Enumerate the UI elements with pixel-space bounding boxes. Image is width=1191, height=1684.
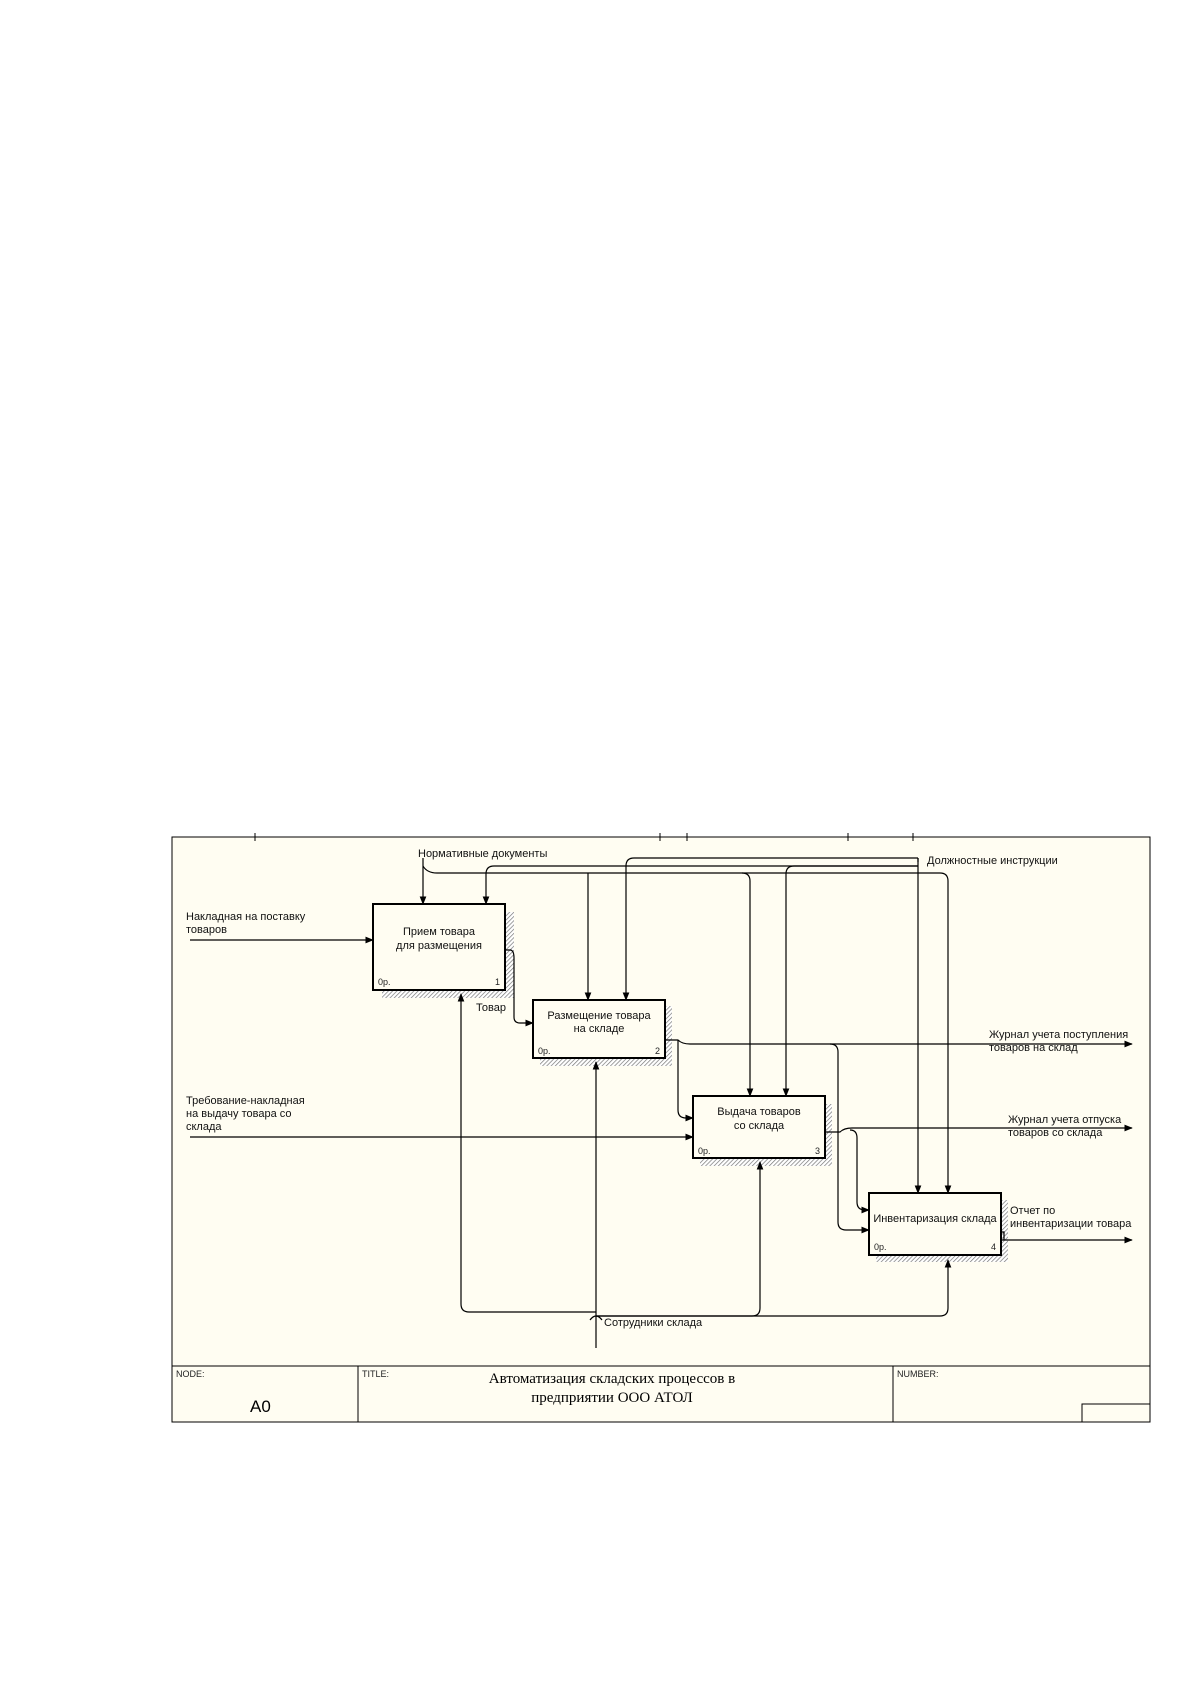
diagram-frame — [171, 833, 1151, 1423]
box-1-cost: 0р. — [378, 977, 391, 987]
label-job-instructions: Должностные инструкции — [927, 855, 1058, 867]
arrow-instructions-to-box1 — [482, 865, 918, 905]
box-3-label-1: Выдача товаров — [717, 1106, 801, 1118]
arrow-labels: Накладная на поставку товаров Требование… — [186, 848, 1132, 1329]
box-2-number: 2 — [655, 1046, 660, 1056]
title-line-1: Автоматизация складских процессов в — [489, 1371, 735, 1387]
activity-box-4: Инвентаризация склада 0р. 4 — [868, 1192, 1002, 1256]
label-staff: Сотрудники склада — [604, 1317, 703, 1329]
label-requisition-2: на выдачу товара со — [186, 1108, 291, 1120]
title-block: NODE: A0 TITLE: Автоматизация складских … — [176, 1369, 939, 1416]
box-2-cost: 0р. — [538, 1046, 551, 1056]
label-receipt-journal-1: Журнал учета поступления — [989, 1029, 1128, 1041]
box-3-label-2: со склада — [734, 1120, 785, 1132]
activity-box-1: Прием товара для размещения 0р. 1 — [372, 903, 506, 991]
box-4-cost: 0р. — [874, 1242, 887, 1252]
arrow-box3-to-box4 — [849, 1129, 870, 1214]
node-label: NODE: — [176, 1369, 205, 1379]
label-issue-journal-1: Журнал учета отпуска — [1008, 1114, 1122, 1126]
arrow-goods — [506, 949, 534, 1027]
box-1-label-2: для размещения — [396, 940, 482, 952]
label-inventory-report-2: инвентаризации товара — [1010, 1218, 1132, 1230]
box-4-number: 4 — [991, 1242, 996, 1252]
activity-box-2: Размещение товара на складе 0р. 2 — [532, 999, 666, 1059]
box-4-label-1: Инвентаризация склада — [873, 1213, 997, 1225]
node-value: A0 — [250, 1397, 271, 1416]
number-label: NUMBER: — [897, 1369, 939, 1379]
box-3-number: 3 — [815, 1146, 820, 1156]
arrow-staff-to-box1 — [457, 993, 596, 1313]
arrow-issue-journal — [824, 1124, 1133, 1133]
label-requisition-1: Требование-накладная — [186, 1095, 305, 1107]
box-1-label-1: Прием товара — [403, 926, 476, 938]
arrows — [190, 857, 1133, 1348]
title-line-2: предприятии ООО АТОЛ — [531, 1390, 692, 1406]
arrow-regulatory-to-box4 — [742, 872, 952, 1194]
box-3-cost: 0р. — [698, 1146, 711, 1156]
box-2-label-1: Размещение товара — [547, 1010, 651, 1022]
label-issue-journal-2: товаров со склада — [1008, 1127, 1103, 1139]
activity-box-3: Выдача товаров со склада 0р. 3 — [692, 1095, 826, 1159]
arrow-box2-to-box4 — [829, 1043, 870, 1234]
title-label: TITLE: — [362, 1369, 389, 1379]
label-receipt-journal-2: товаров на склад — [989, 1042, 1078, 1054]
label-invoice-supply-2: товаров — [186, 924, 227, 936]
box-1-number: 1 — [495, 977, 500, 987]
arrow-instructions-to-box3 — [782, 865, 918, 1097]
arrow-box2-to-box3 — [677, 1040, 694, 1122]
arrow-staff-to-box4 — [596, 1259, 952, 1317]
box-2-label-2: на складе — [574, 1023, 625, 1035]
label-requisition-3: склада — [186, 1121, 222, 1133]
label-regulatory-docs: Нормативные документы — [418, 848, 547, 860]
label-invoice-supply-1: Накладная на поставку — [186, 911, 306, 923]
label-goods: Товар — [476, 1002, 506, 1014]
label-inventory-report-1: Отчет по — [1010, 1205, 1055, 1217]
